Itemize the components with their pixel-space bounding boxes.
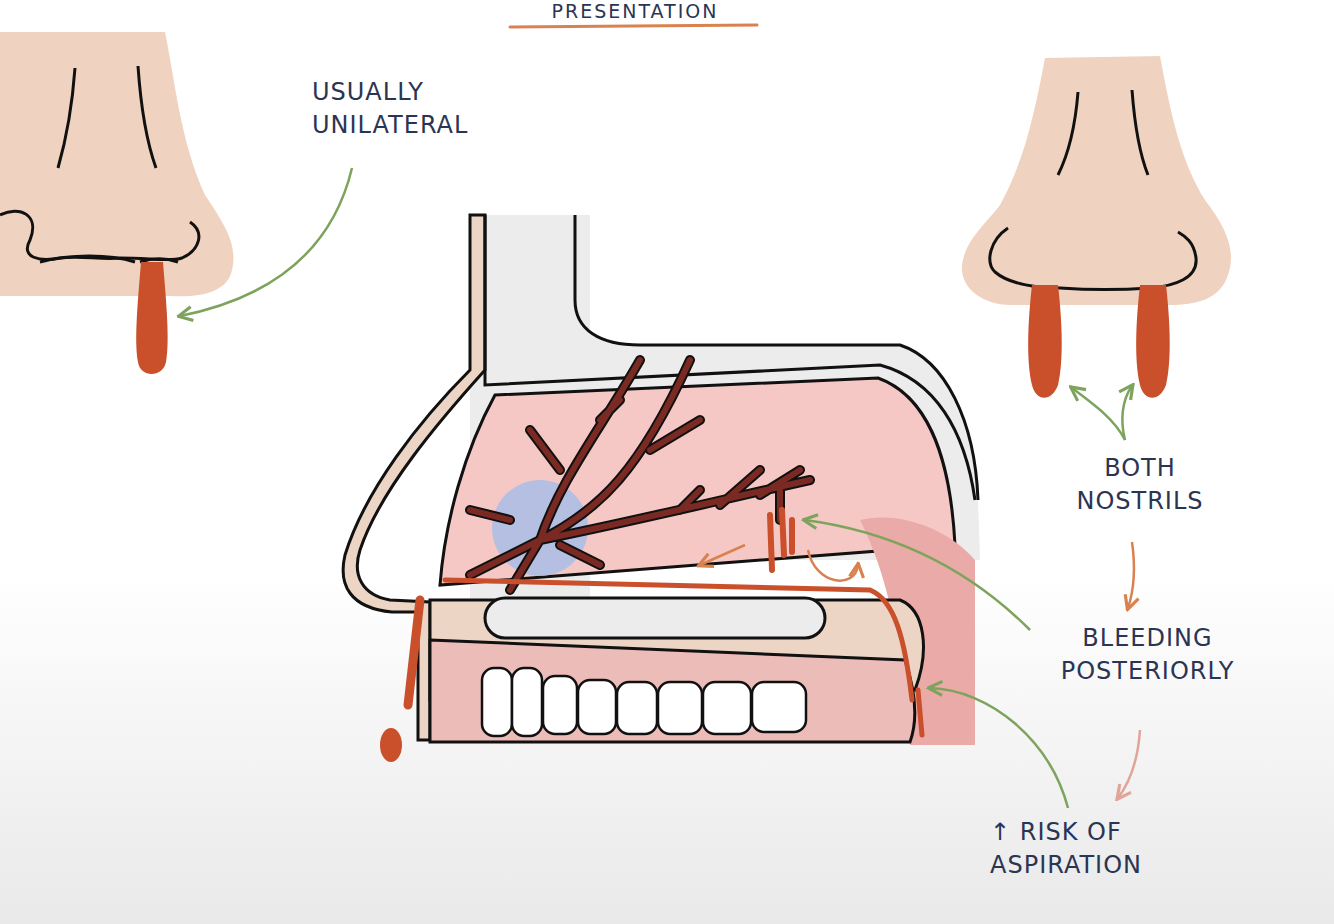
blood-drip (136, 262, 167, 374)
tooth (512, 668, 542, 736)
title-underline (510, 25, 757, 27)
nose-line (138, 66, 156, 168)
flow-arrow (1128, 542, 1134, 608)
leader-arrow (180, 168, 352, 316)
leader-arrow (805, 520, 1030, 630)
nose-outline (990, 228, 1196, 290)
hard-palate (485, 598, 825, 638)
nose-skin (962, 56, 1231, 305)
callout-label: USUALLY UNILATERAL (312, 76, 547, 142)
tooth (578, 680, 616, 734)
nose-line (1058, 92, 1078, 175)
blood-trail (408, 600, 420, 705)
vessel-outline (470, 360, 810, 590)
leader-arrow (1122, 386, 1132, 440)
nose-skin (0, 32, 233, 296)
nostril (40, 256, 135, 262)
blood-drip (1136, 285, 1170, 398)
callout-label: ↑ RISK OF ASPIRATION (990, 816, 1220, 882)
nostril (140, 259, 178, 262)
left-nose (0, 32, 233, 374)
leader-arrow (930, 688, 1068, 808)
blood-trail (445, 580, 912, 700)
posterior-blood (770, 510, 792, 570)
teeth (482, 668, 806, 736)
nose-line (58, 68, 75, 168)
leader-arrow (1072, 388, 1125, 440)
right-nose (962, 56, 1231, 398)
blood-drip (1028, 285, 1062, 398)
vessels (470, 360, 810, 590)
callout-label: BLEEDING POSTERIORLY (1025, 622, 1270, 688)
flow-arrow (1118, 730, 1140, 798)
tooth (543, 676, 577, 734)
tooth (617, 682, 657, 734)
nose-outline (0, 211, 199, 260)
tooth (658, 682, 702, 734)
flow-arrow (808, 550, 858, 581)
blood-drop (380, 728, 402, 762)
flow-arrow (700, 545, 745, 565)
tooth (752, 682, 806, 732)
vessel (470, 360, 810, 590)
mouth (430, 640, 915, 742)
nasal-section (343, 215, 980, 762)
nose-line (1132, 90, 1148, 175)
callout-label: BOTH NOSTRILS (1055, 452, 1225, 518)
blood-trail (918, 690, 922, 735)
tooth (703, 682, 751, 734)
bleeding (408, 510, 922, 735)
tooth (482, 668, 512, 736)
title: PRESENTATION (485, 0, 785, 23)
